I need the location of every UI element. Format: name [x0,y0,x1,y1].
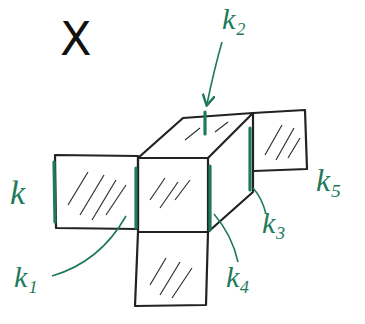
edge-label: k₂ [222,4,246,34]
cube-outline [55,110,307,306]
figure-title: X [60,16,92,62]
edge-label: k₅ [316,164,341,196]
edge-label: k [10,176,25,210]
edge-mark [54,112,250,230]
edge-label: k₃ [262,208,286,238]
edge-label: k₄ [226,262,250,292]
edge-label: k₁ [14,262,38,292]
hatching [68,122,300,298]
leader-line [52,42,266,276]
